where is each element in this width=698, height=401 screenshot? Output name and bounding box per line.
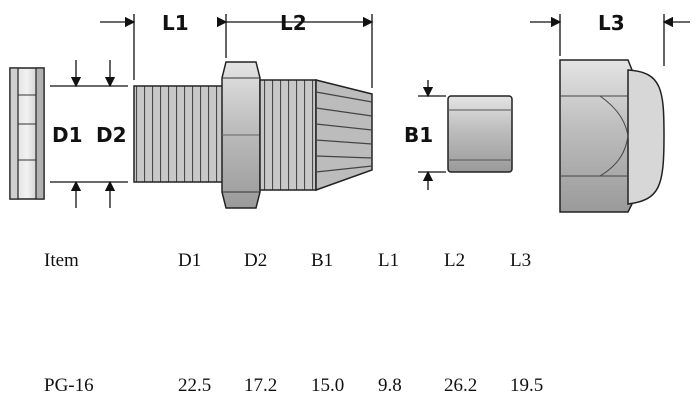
header-l1: L1 xyxy=(378,250,400,271)
dimension-lines xyxy=(50,14,690,208)
header-b1: B1 xyxy=(311,250,334,271)
locknut-part xyxy=(9,67,45,200)
header-item: Item xyxy=(44,250,79,271)
dimension-label-l2: L2 xyxy=(280,11,307,35)
header-d2: D2 xyxy=(244,250,268,271)
cell-item: PG-16 xyxy=(44,375,94,396)
threaded-body-part xyxy=(133,61,373,209)
cable-gland-technical-drawing: L1 L2 L3 D1 D2 B1 xyxy=(9,11,690,213)
cell-b1: 15.0 xyxy=(311,375,345,396)
header-d1: D1 xyxy=(178,250,202,271)
dimension-label-l3: L3 xyxy=(598,11,625,35)
cell-d2: 17.2 xyxy=(244,375,278,396)
dimension-label-l1: L1 xyxy=(162,11,189,35)
dimension-label-d2: D2 xyxy=(96,123,127,147)
header-l2: L2 xyxy=(444,250,466,271)
cell-l3: 19.5 xyxy=(510,375,544,396)
cell-d1: 22.5 xyxy=(178,375,212,396)
dome-cap-nut-part xyxy=(559,59,665,213)
cell-l1: 9.8 xyxy=(378,375,402,396)
header-l3: L3 xyxy=(510,250,532,271)
dimension-label-d1: D1 xyxy=(52,123,83,147)
spec-table: Item D1 D2 B1 L1 L2 L3 PG-16 22.5 17.2 1… xyxy=(0,240,698,400)
dimension-label-b1: B1 xyxy=(404,123,433,147)
cell-l2: 26.2 xyxy=(444,375,478,396)
seal-insert-part xyxy=(447,95,513,173)
